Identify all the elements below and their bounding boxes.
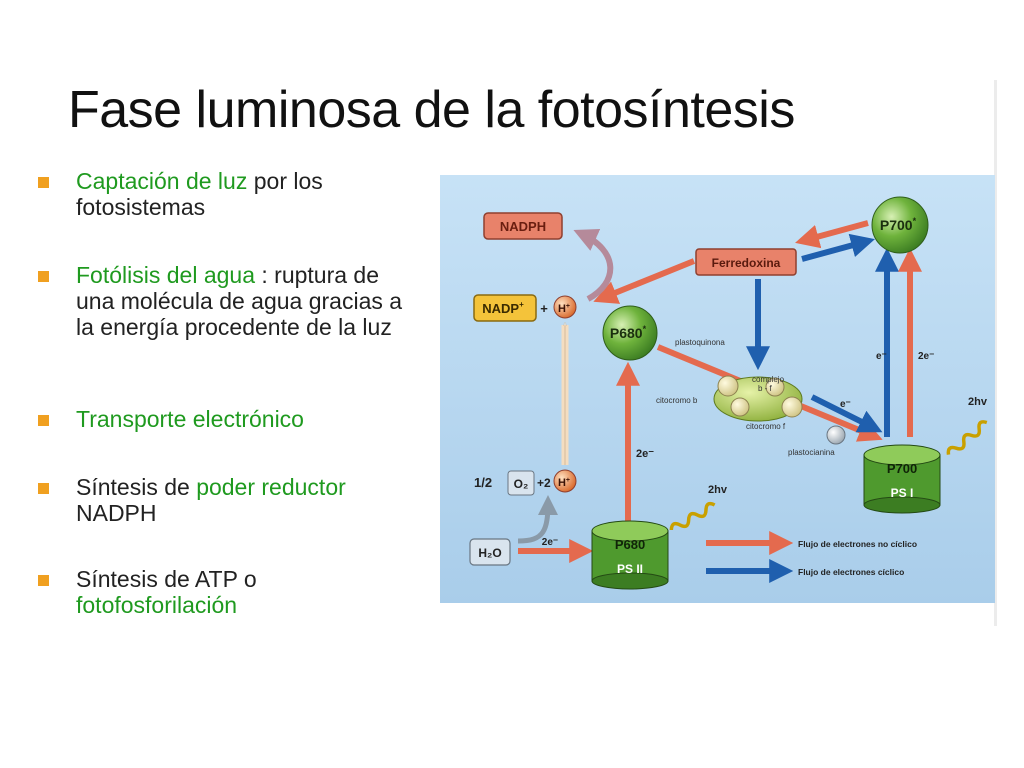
arrow-ferredoxina-to-nadp (593, 258, 696, 304)
oxygen-label: O₂ (514, 477, 529, 491)
oxygen-box (507, 470, 535, 496)
proton-label-top: H+ (558, 303, 570, 315)
bullet-highlight: fotofosforilación (76, 592, 238, 618)
arrow-cyclic-to-p700 (810, 394, 883, 433)
p680-excited-sphere (602, 305, 658, 361)
electron-label-ps1-left: e⁻ (876, 351, 887, 362)
photosynthesis-diagram: NADPH Ferredoxina P700* NADP+ + H+ P680*… (440, 175, 995, 603)
ferredoxina-box (695, 248, 797, 276)
bullet-marker (38, 575, 49, 586)
p700-excited-sphere (871, 196, 929, 254)
bullet-poder-reductor: Síntesis de poder reductor NADPH (38, 474, 418, 526)
plastocianina-label: plastocianina (788, 448, 835, 457)
light-label-ps2: 2hv (708, 484, 728, 496)
slide-title: Fase luminosa de la fotosíntesis (68, 81, 795, 139)
p700-excited-label: P700* (880, 216, 917, 233)
p680-excited-label: P680* (610, 324, 647, 341)
bullet-marker (38, 177, 49, 188)
proton-sphere-bottom (553, 469, 577, 493)
bullet-fotolisis: Fotólisis del agua : ruptura de una molé… (38, 262, 418, 340)
bullet-captacion: Captación de luz por los fotosistemas (38, 168, 418, 220)
electron-label-ps2: 2e⁻ (636, 448, 654, 460)
nadph-box (483, 212, 563, 240)
water-box (469, 538, 511, 566)
ferredoxina-label: Ferredoxina (712, 256, 781, 270)
citocromo-f-label: citocromo f (746, 422, 786, 431)
bullet-prefix: Síntesis de (76, 474, 197, 500)
arrow-p700-to-ferredoxina (795, 220, 869, 249)
legend-label-cyclic: Flujo de electrones cíclico (798, 567, 904, 577)
ps1-top (863, 444, 941, 466)
cytochrome-complex-sphere (765, 377, 785, 397)
bullet-highlight: Captación de luz (76, 168, 248, 194)
complejo-bf-label: b - f (758, 384, 773, 393)
nadph-label: NADPH (500, 219, 546, 234)
plastoquinona-label: plastoquinona (675, 338, 725, 347)
p680-label: P680 (615, 537, 645, 552)
arrow-nadp-to-nadph (573, 228, 614, 302)
bullet-text: por los fotosistemas (76, 168, 323, 220)
light-wave-ps1 (946, 420, 988, 455)
plus2-label: +2 (537, 476, 551, 490)
bullet-marker (38, 415, 49, 426)
nadp-label: NADP+ (482, 300, 524, 316)
bullet-text: : ruptura de una molécula de agua gracia… (76, 262, 403, 340)
half-label: 1/2 (474, 475, 492, 490)
ps1-label: PS I (891, 486, 914, 500)
nadp-plus: + (540, 301, 548, 316)
cytochrome-f-sphere (781, 396, 803, 418)
nadp-box (473, 294, 537, 322)
ps2-top (591, 520, 669, 542)
plastocianina-sphere (826, 425, 846, 445)
bullet-text: NADPH (76, 500, 157, 526)
legend-label-noncyclic: Flujo de electrones no cíclico (798, 539, 917, 549)
proton-label-bottom: H+ (558, 477, 570, 489)
p700-label: P700 (887, 461, 917, 476)
water-label: H₂O (478, 546, 501, 560)
bullet-marker (38, 483, 49, 494)
ps2-base (591, 572, 669, 590)
arrow-ferredoxina-to-p700-cyclic (801, 233, 875, 262)
bullet-transporte: Transporte electrónico (38, 406, 304, 432)
bullet-prefix: Síntesis de ATP o (76, 566, 257, 592)
light-wave-ps2 (669, 501, 716, 531)
proton-sphere-top (553, 295, 577, 319)
complejo-label: complejo (752, 375, 785, 384)
cytochrome-b-sphere (730, 397, 750, 417)
bullet-highlight: poder reductor (196, 474, 346, 500)
light-label-ps1: 2hv (968, 396, 988, 408)
citocromo-b-label: citocromo b (656, 396, 698, 405)
plastoquinona-sphere (717, 375, 739, 397)
arrow-h2o-to-o2 (517, 495, 558, 544)
electron-label-ps1-right: 2e⁻ (918, 351, 934, 362)
bullet-atp: Síntesis de ATP o fotofosforilación (38, 566, 418, 618)
slide-edge-divider (994, 80, 997, 626)
ps2-label: PS II (617, 562, 643, 576)
bullet-highlight: Transporte electrónico (76, 406, 304, 432)
ps1-base (863, 496, 941, 514)
electron-label-water: 2e⁻ (542, 537, 558, 548)
bullet-highlight: Fotólisis del agua (76, 262, 255, 288)
bullet-marker (38, 271, 49, 282)
electron-label-cyclic: e⁻ (840, 399, 851, 410)
